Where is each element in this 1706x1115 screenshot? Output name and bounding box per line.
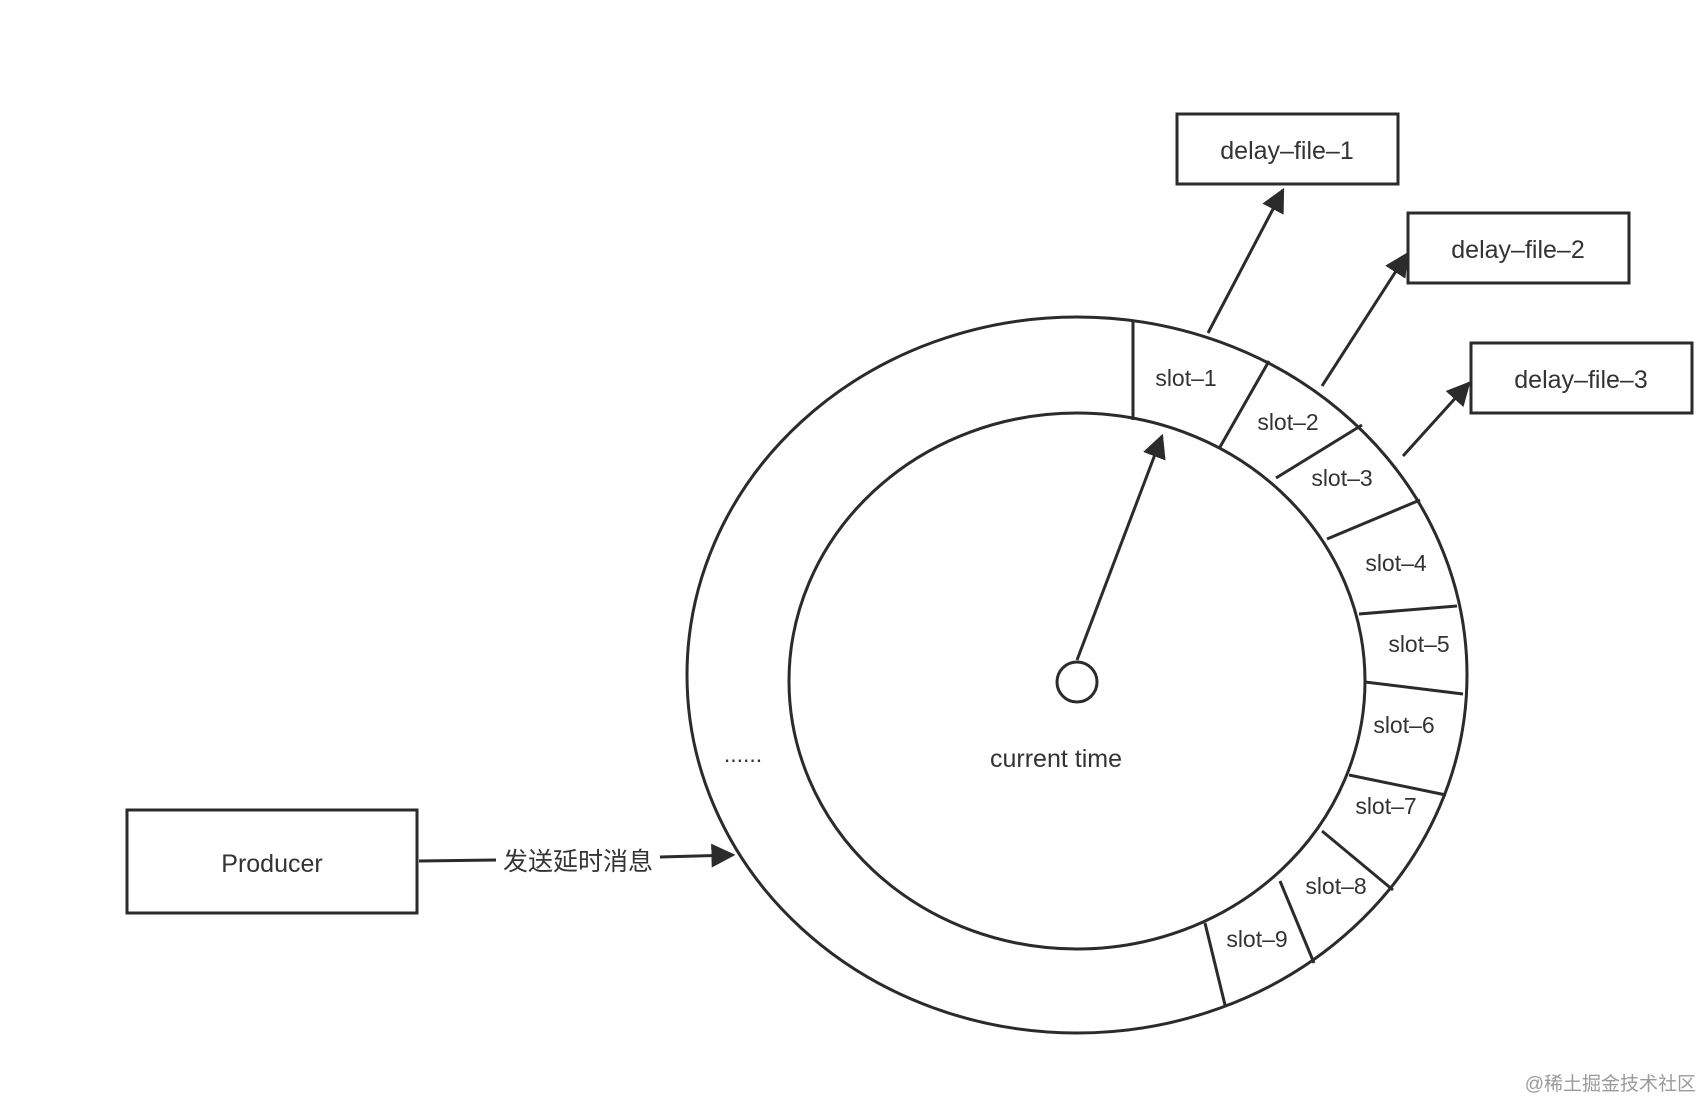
slot-to-delay-file-arrow xyxy=(1401,381,1471,458)
slot-label: slot–1 xyxy=(1155,365,1216,391)
send-delayed-message-label: 发送延时消息 xyxy=(503,848,653,876)
slot-divider xyxy=(1203,922,1227,1006)
slot-divider xyxy=(1348,773,1447,797)
current-time-label: current time xyxy=(990,745,1122,773)
slot-label: slot–3 xyxy=(1311,465,1372,491)
slot-label: slot–4 xyxy=(1365,550,1427,576)
slot-label: slot–5 xyxy=(1388,631,1449,657)
producer-connector xyxy=(418,858,497,863)
delay-file-box xyxy=(1469,341,1694,415)
slot-divider xyxy=(1358,604,1458,616)
more-slots-ellipsis: ...... xyxy=(724,741,762,767)
slot-dividers xyxy=(1131,320,1464,1006)
slot-label: slot–2 xyxy=(1257,409,1318,435)
slot-divider xyxy=(1326,498,1421,541)
slot-label: slot–9 xyxy=(1226,926,1287,952)
send-delayed-message-arrow xyxy=(659,843,736,868)
slot-divider xyxy=(1321,829,1394,892)
current-time-pointer-arrow xyxy=(1075,433,1166,661)
slot-label: slot–7 xyxy=(1355,793,1416,819)
delay-file-label: delay–file–2 xyxy=(1451,236,1584,264)
delay-file-box xyxy=(1175,112,1400,186)
current-time-hub xyxy=(1055,660,1099,704)
delay-file-label: delay–file–1 xyxy=(1220,137,1353,165)
slot-divider xyxy=(1278,880,1316,964)
timing-wheel-outer-ring xyxy=(685,315,1469,1035)
watermark: @稀土掘金技术社区 xyxy=(1525,1073,1696,1095)
slot-divider xyxy=(1275,423,1363,480)
slot-label: slot–6 xyxy=(1373,712,1434,738)
slot-divider xyxy=(1218,360,1271,448)
slot-label: slot–8 xyxy=(1305,873,1366,899)
producer-label: Producer xyxy=(221,850,322,878)
slot-to-delay-file-arrow xyxy=(1206,187,1285,334)
delay-file-box xyxy=(1406,211,1631,285)
slot-to-delay-file-arrow xyxy=(1320,251,1409,387)
producer-box xyxy=(125,808,419,915)
delay-file-label: delay–file–3 xyxy=(1514,366,1647,394)
timing-wheel-inner-ring xyxy=(787,411,1367,951)
slot-divider xyxy=(1364,680,1464,696)
